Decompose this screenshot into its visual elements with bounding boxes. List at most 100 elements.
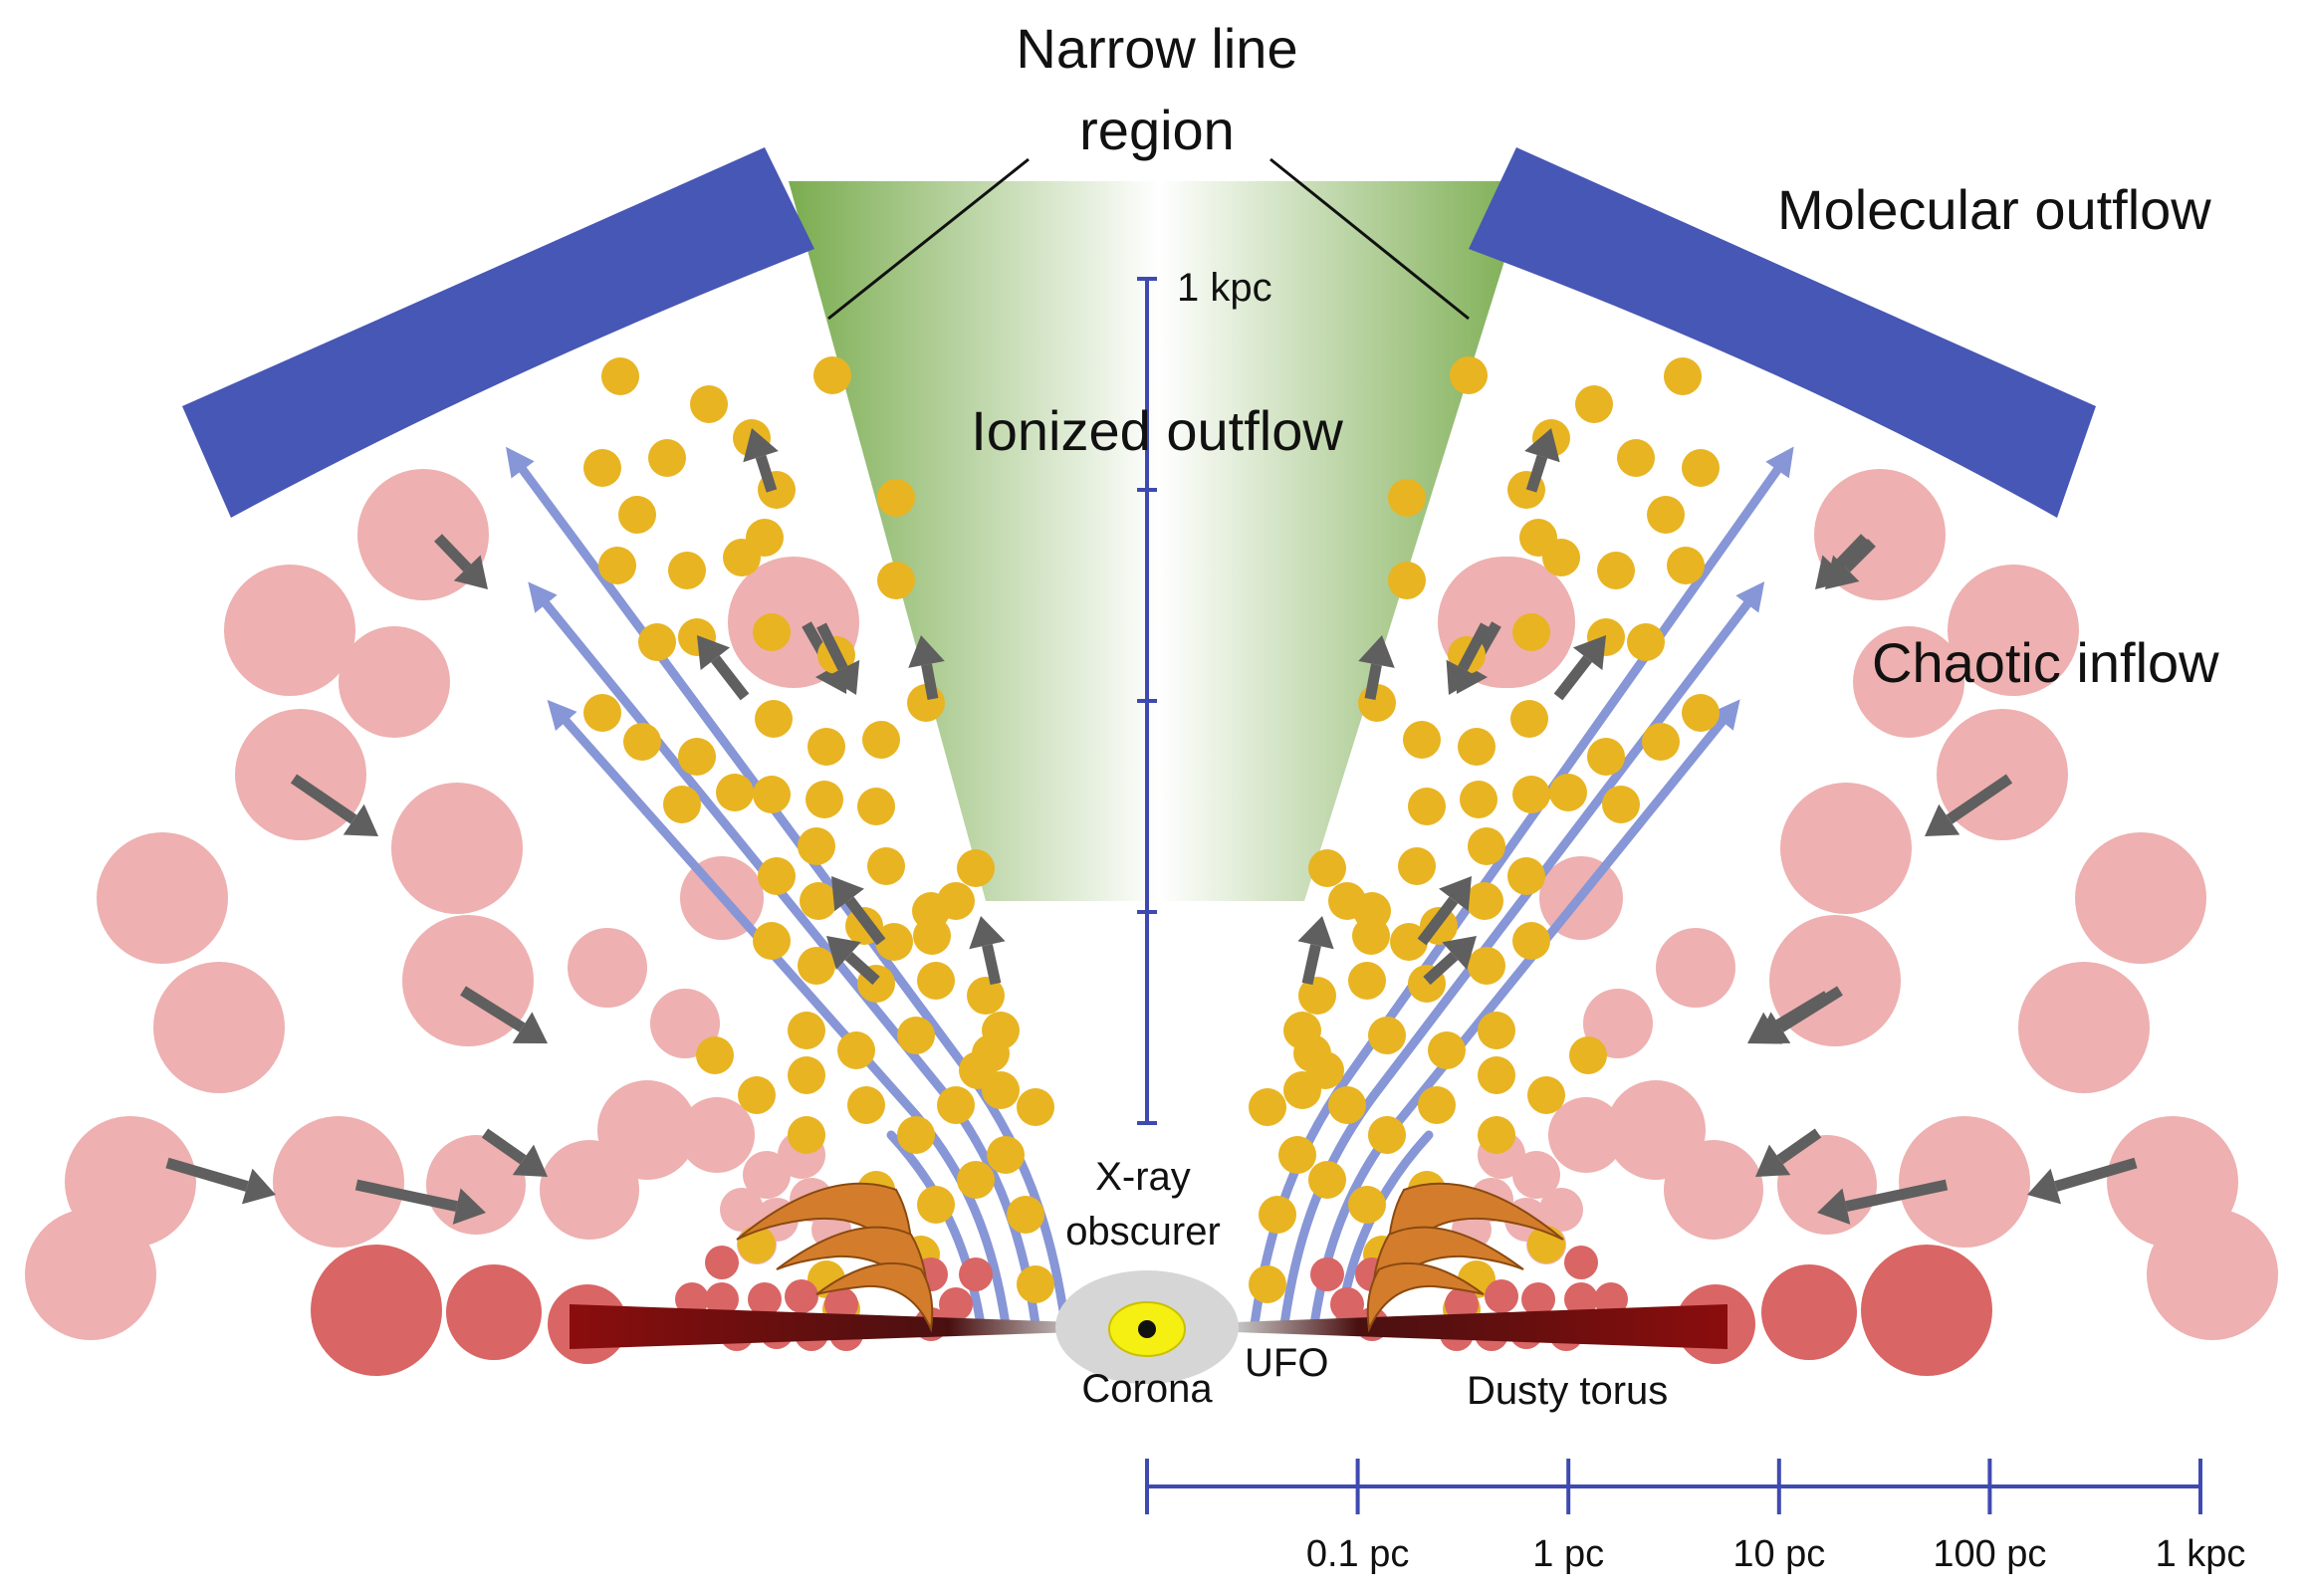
inflow-arrow-left-1 bbox=[434, 534, 488, 589]
gold-clump-left-50 bbox=[972, 1034, 1010, 1072]
pink-cloud-left-22 bbox=[720, 1188, 764, 1232]
gold-clump-left-57 bbox=[1017, 1088, 1054, 1126]
outflow-arrow-right-4-shaft bbox=[1417, 896, 1459, 946]
ufo-line-left-4 bbox=[886, 1130, 986, 1329]
horizontal-scale-label-4: 100 pc bbox=[1933, 1533, 2046, 1575]
outflow-arrow-left-6 bbox=[826, 936, 880, 986]
gold-clump-right-52 bbox=[1569, 1036, 1607, 1074]
chaotic-inflow-clouds bbox=[25, 469, 2278, 1340]
inflow-arrow-right-5 bbox=[2027, 1157, 2138, 1205]
red-cloud-right-9 bbox=[1445, 1287, 1479, 1321]
horizontal-scale-label-2: 1 pc bbox=[1532, 1533, 1604, 1575]
gold-clump-left-17 bbox=[877, 562, 915, 599]
inflow-arrow-inner-right bbox=[1446, 622, 1491, 695]
gold-clump-right-5 bbox=[1617, 439, 1655, 477]
gold-clump-right-27 bbox=[1512, 776, 1550, 813]
gold-clump-left-4 bbox=[583, 449, 621, 487]
pink-cloud-left-2 bbox=[224, 565, 355, 696]
pink-cloud-right-6 bbox=[2075, 832, 2206, 964]
red-cloud-left-1 bbox=[311, 1245, 442, 1376]
outflow-arrow-right-4 bbox=[1417, 876, 1472, 946]
gold-clump-left-59 bbox=[897, 1116, 935, 1154]
outflow-arrow-left-4 bbox=[831, 876, 886, 946]
inflow-arrow-right-5-shaft bbox=[2054, 1157, 2138, 1192]
inflow-arrow-inner-left bbox=[816, 622, 860, 695]
gold-clump-right-59 bbox=[1368, 1116, 1406, 1154]
inflow-arrow-right-4-head bbox=[1755, 1144, 1791, 1177]
inflow-arrow-left-6-head bbox=[452, 1188, 486, 1225]
outflow-arrow-right-5 bbox=[1297, 916, 1334, 986]
outflow-arrow-left-5-head bbox=[969, 916, 1006, 950]
gold-clump-left-5 bbox=[648, 439, 686, 477]
gold-clump-right-33 bbox=[1507, 857, 1545, 895]
gold-clump-left-30 bbox=[798, 827, 835, 865]
gold-clump-right-32 bbox=[1308, 849, 1346, 887]
pink-cloud-left-9 bbox=[568, 928, 647, 1008]
horizontal-scale-label-1: 0.1 pc bbox=[1306, 1533, 1410, 1575]
vertical-scale-bar bbox=[1137, 277, 1157, 1125]
gold-clump-right-64 bbox=[1348, 1186, 1386, 1224]
label-chaotic-inflow: Chaotic inflow bbox=[1872, 631, 2219, 694]
gold-clump-left-34 bbox=[800, 882, 837, 920]
pink-cloud-right-20 bbox=[1512, 1151, 1560, 1199]
gold-clump-left-32 bbox=[957, 849, 995, 887]
gold-clump-right-65 bbox=[1308, 1161, 1346, 1199]
gold-clump-right-54 bbox=[1478, 1056, 1515, 1094]
gold-clump-right-50 bbox=[1293, 1034, 1331, 1072]
gold-clump-left-27 bbox=[753, 776, 791, 813]
outflow-arrow-right-2 bbox=[1553, 635, 1606, 701]
inflow-arrow-inner-left-shaft bbox=[816, 622, 848, 671]
inflow-arrow-right-6-shaft bbox=[1845, 1179, 1949, 1213]
gold-clump-left-26 bbox=[862, 721, 900, 759]
ionized-clumps bbox=[583, 356, 1720, 1328]
pink-cloud-left-18 bbox=[679, 1097, 755, 1173]
pink-cloud-left-16 bbox=[273, 1116, 404, 1248]
outflow-arrow-left-3 bbox=[908, 635, 945, 701]
inflow-arrow-right-2 bbox=[1925, 774, 2013, 836]
gold-clump-left-54 bbox=[788, 1056, 825, 1094]
outflow-arrow-right-5-head bbox=[1297, 916, 1334, 950]
label-molecular-outflow: Molecular outflow bbox=[1777, 178, 2211, 241]
inflow-arrow-left-5-head bbox=[241, 1168, 276, 1205]
gold-clump-right-43 bbox=[1348, 962, 1386, 1000]
gold-clump-left-11 bbox=[746, 519, 784, 557]
outflow-arrow-right-1-head bbox=[1524, 428, 1560, 463]
nlr-pointer-left bbox=[827, 157, 1030, 321]
gold-clump-right-8 bbox=[1667, 547, 1705, 584]
shell-right-3 bbox=[1366, 1261, 1485, 1333]
gold-clump-right-47 bbox=[1368, 1017, 1406, 1054]
pink-cloud-left-1 bbox=[357, 469, 489, 600]
inflow-arrow-right-5-head bbox=[2027, 1168, 2062, 1205]
gold-clump-left-45 bbox=[788, 1012, 825, 1049]
gold-clump-left-46 bbox=[837, 1031, 875, 1069]
outflow-arrow-right-3-head bbox=[1358, 635, 1395, 668]
outflow-arrow-left-2-head bbox=[697, 635, 731, 671]
red-cloud-right-16 bbox=[1310, 1257, 1344, 1291]
inflow-arrow-right-6 bbox=[1817, 1179, 1949, 1225]
outflow-arrow-left-4-head bbox=[831, 876, 864, 912]
inflow-arrow-left-2-shaft bbox=[290, 774, 357, 824]
gold-clump-left-37 bbox=[913, 917, 951, 955]
gold-clump-left-40 bbox=[753, 922, 791, 960]
gold-clump-right-1 bbox=[1664, 357, 1702, 395]
inflow-arrow-left-3-head bbox=[512, 1012, 548, 1043]
gold-clump-left-47 bbox=[897, 1017, 935, 1054]
horizontal-scale-label-5: 1 kpc bbox=[2156, 1533, 2246, 1575]
label-narrow-line-1: Narrow line bbox=[1016, 17, 1297, 80]
gold-clump-right-13 bbox=[1627, 623, 1665, 661]
nlr-pointer-right bbox=[1269, 157, 1470, 321]
inflow-arrow-left-4 bbox=[481, 1128, 548, 1177]
pink-cloud-left-20 bbox=[743, 1151, 791, 1199]
gold-clump-left-6 bbox=[618, 496, 656, 534]
red-cloud-left-16 bbox=[959, 1257, 993, 1291]
gold-clump-cone-right-1 bbox=[1450, 356, 1488, 394]
inflow-arrow-right-extra-1-shaft bbox=[1842, 539, 1876, 572]
outflow-arrow-left-2-shaft bbox=[711, 655, 750, 701]
dusty-torus-right bbox=[1235, 1304, 1727, 1349]
red-cloud-left-5 bbox=[675, 1282, 709, 1316]
outflow-arrow-left-3-shaft bbox=[921, 663, 939, 701]
gold-clump-left-9 bbox=[668, 552, 706, 589]
red-cloud-left-2 bbox=[446, 1264, 542, 1360]
pink-cloud-right-3 bbox=[1853, 626, 1964, 738]
